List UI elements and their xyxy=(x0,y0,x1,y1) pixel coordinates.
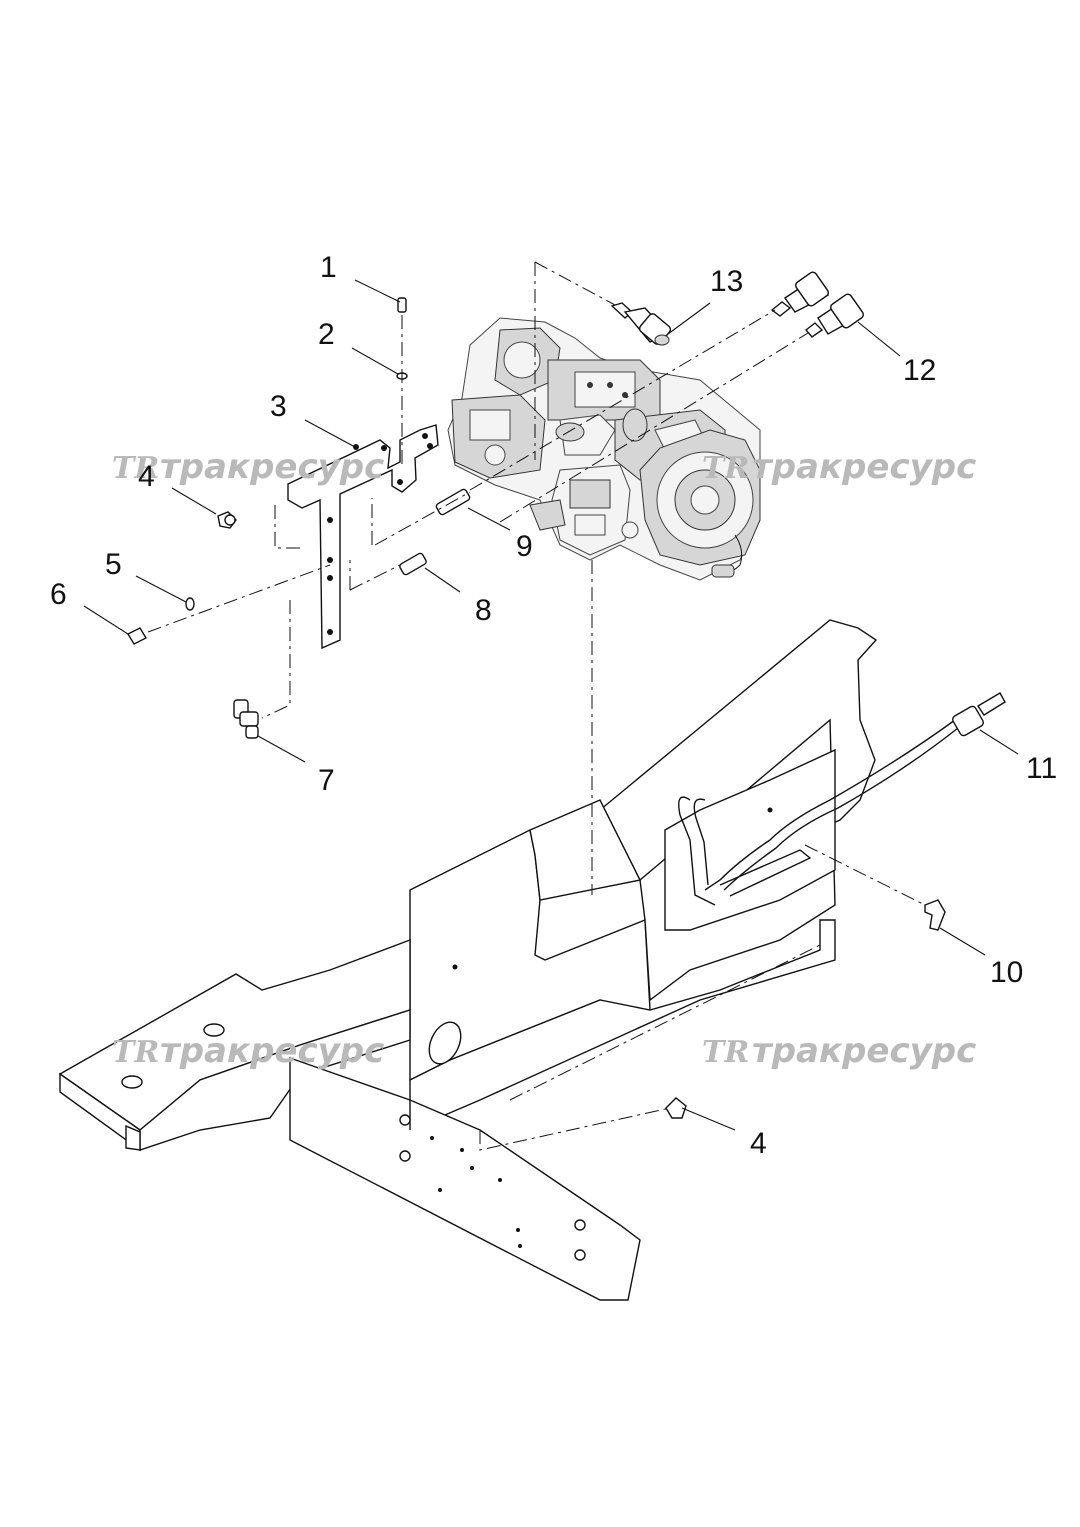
watermark-text: тракресурс xyxy=(752,447,976,487)
washer-5 xyxy=(185,597,195,611)
part-label-4: 4 xyxy=(138,460,155,493)
part-label-11: 11 xyxy=(1026,752,1057,785)
clip-10 xyxy=(924,899,946,931)
part-label-2: 2 xyxy=(318,318,335,351)
leader-lines xyxy=(83,279,1019,1131)
part-label-7: 7 xyxy=(318,764,335,797)
part-label-4-lower: 4 xyxy=(750,1127,767,1160)
part-label-5: 5 xyxy=(105,548,122,581)
watermark-logo: TR xyxy=(112,451,159,486)
part-label-1: 1 xyxy=(320,251,337,284)
watermark-bottom-right: TR тракресурс xyxy=(702,1031,976,1071)
solenoid-valve-12b xyxy=(804,293,864,338)
part-label-13: 13 xyxy=(710,265,743,298)
part-label-10: 10 xyxy=(990,956,1023,989)
part-label-8: 8 xyxy=(475,594,492,627)
watermark-logo: TR xyxy=(702,451,749,486)
clip-4-lower xyxy=(665,1097,687,1119)
hydraulic-pump-assembly xyxy=(447,317,761,581)
solenoid-valve-13 xyxy=(610,302,672,346)
part-label-6: 6 xyxy=(50,578,67,611)
watermark-bottom-left: TR тракресурс xyxy=(112,1031,384,1071)
bolt-1 xyxy=(397,297,407,313)
watermark-logo: TR xyxy=(112,1035,159,1070)
mounting-bracket xyxy=(287,424,439,650)
part-label-12: 12 xyxy=(903,354,936,387)
watermark-text: тракресурс xyxy=(752,1031,976,1071)
watermark-top-right: TR тракресурс xyxy=(702,447,976,487)
sensor-11 xyxy=(952,692,1006,737)
watermark-logo: TR xyxy=(702,1035,749,1070)
part-labels: 1 2 3 4 5 6 7 8 9 10 11 12 13 4 xyxy=(50,251,1057,1160)
solenoid-valve-12a xyxy=(770,271,830,317)
watermark-text: тракресурс xyxy=(160,1031,384,1071)
part-label-3: 3 xyxy=(270,390,287,423)
spacer-8 xyxy=(399,552,427,576)
watermark-top-left: TR тракресурс xyxy=(112,447,384,487)
frame-assembly xyxy=(58,619,959,1301)
assembly-lines xyxy=(147,261,926,1151)
connector-7 xyxy=(233,699,259,739)
part-label-9: 9 xyxy=(516,530,533,563)
elbow-fitting-4-top xyxy=(217,511,237,529)
bolt-6 xyxy=(127,627,147,645)
watermark-text: тракресурс xyxy=(160,447,384,487)
